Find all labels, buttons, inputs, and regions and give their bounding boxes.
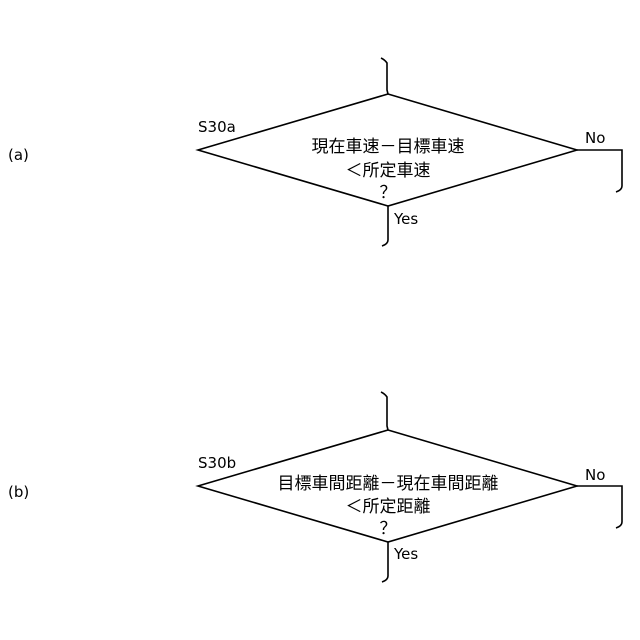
panel-a: (a) S30a 現在車速－目標車速 ＜所定車速 ？ Yes No (8, 58, 622, 246)
panel-a-step-label: S30a (198, 118, 236, 136)
panel-a-yes-connector (382, 206, 388, 246)
panel-b: (b) S30b 目標車間距離－現在車間距離 ＜所定距離 ？ Yes No (8, 392, 622, 582)
panel-a-no-label: No (585, 129, 605, 147)
panel-a-condition-line3: ？ (380, 183, 397, 203)
panel-b-condition-line1: 目標車間距離－現在車間距離 (278, 474, 499, 494)
panel-b-no-connector (577, 486, 622, 528)
panel-b-yes-connector (382, 542, 388, 582)
panel-b-condition-line3: ？ (380, 519, 397, 539)
panel-a-condition-line2: ＜所定車速 (346, 161, 431, 181)
panel-b-label: (b) (8, 483, 29, 501)
panel-b-no-label: No (585, 466, 605, 484)
panel-a-yes-label: Yes (393, 210, 418, 228)
panel-a-condition-line1: 現在車速－目標車速 (312, 137, 465, 157)
panel-b-input-connector (381, 392, 388, 430)
panel-b-condition-line2: ＜所定距離 (346, 497, 431, 517)
panel-a-label: (a) (8, 146, 29, 164)
panel-b-yes-label: Yes (393, 545, 418, 563)
panel-b-step-label: S30b (198, 454, 236, 472)
panel-a-no-connector (577, 150, 622, 192)
panel-a-input-connector (381, 58, 388, 94)
